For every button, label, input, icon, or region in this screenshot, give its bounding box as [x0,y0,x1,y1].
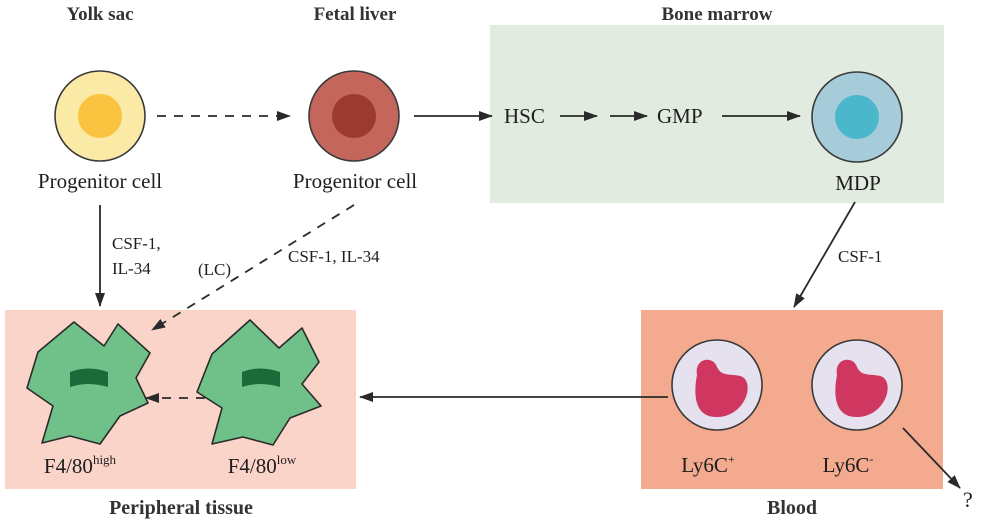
fetal-liver-progenitor-cell [308,70,400,162]
edge-label-lc: (LC) [198,260,231,279]
edge-label-csf1-il34: CSF-1, IL-34 [288,247,380,266]
arrow-ly6c-neg-to-unknown [902,427,961,489]
header-blood: Blood [767,497,817,519]
ly6c-positive-monocyte [671,339,763,431]
arrow-liver-to-tissue [151,204,355,331]
header-yolk-sac: Yolk sac [66,4,133,25]
hsc-label: HSC [504,104,545,128]
mdp-label: MDP [835,171,881,195]
ly6c-positive-label: Ly6C+ [681,452,735,477]
gmp-label: GMP [657,104,703,128]
liver-progenitor-label: Progenitor cell [293,169,417,193]
f480-high-label: F4/80high [44,452,117,478]
unknown-fate-label: ? [963,487,973,512]
ly6c-negative-label: Ly6C- [823,452,874,477]
yolk-progenitor-label: Progenitor cell [38,169,162,193]
f480-low-macrophage [196,319,322,446]
edge-label-il34: IL-34 [112,259,151,278]
edge-label-csf1: CSF-1, [112,234,161,253]
header-bone-marrow: Bone marrow [662,4,773,25]
f480-high-macrophage [26,321,151,445]
ly6c-negative-monocyte [811,339,903,431]
edge-label-csf1-blood: CSF-1 [838,247,882,266]
header-peripheral-tissue: Peripheral tissue [109,497,253,519]
arrow-mdp-to-blood [793,201,856,308]
mdp-cell [811,71,903,163]
f480-low-label: F4/80low [228,452,297,478]
header-fetal-liver: Fetal liver [314,4,397,25]
yolk-sac-progenitor-cell [54,70,146,162]
